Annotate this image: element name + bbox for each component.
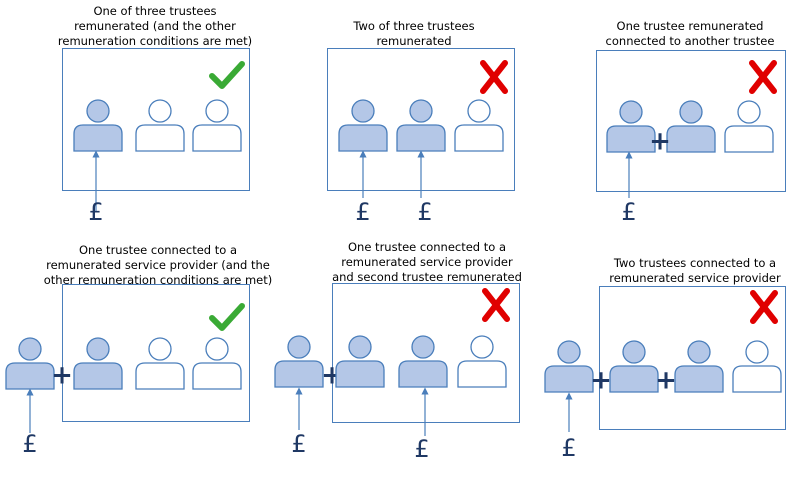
panel-5-pound-sign-2: £ xyxy=(414,435,429,463)
panel-2-trustee-1-person-icon xyxy=(338,99,388,152)
panel-6-cross-mark-icon xyxy=(750,290,778,324)
panel-3-caption-line-2: connected to another trustee xyxy=(605,34,775,48)
panel-4-pound-sign: £ xyxy=(22,430,37,458)
panel-6-trustee-3-person-icon xyxy=(732,340,782,393)
panel-1-check-mark-icon xyxy=(209,61,245,89)
panel-6-pound-sign: £ xyxy=(561,434,576,462)
panel-4-trustee-1-person-icon xyxy=(73,337,123,390)
panel-4-caption-line-1: One trustee connected to a xyxy=(78,243,238,257)
panel-4-caption-line-2: remunerated service provider (and the xyxy=(46,258,270,272)
panel-5-caption: One trustee connected to a remunerated s… xyxy=(287,240,567,285)
panel-4-plus-sign: + xyxy=(51,361,73,391)
panel-6-service-provider-person-icon xyxy=(544,340,594,393)
panel-3-caption-line-1: One trustee remunerated xyxy=(616,19,764,33)
panel-1-box xyxy=(62,48,250,191)
panel-1-trustee-1-person-icon xyxy=(73,99,123,152)
panel-5-cross-mark-icon xyxy=(482,288,510,322)
panel-1-trustee-2-person-icon xyxy=(135,99,185,152)
panel-3-caption: One trustee remunerated connected to ano… xyxy=(550,19,796,49)
panel-3-trustee-3-person-icon xyxy=(724,100,774,153)
panel-4-check-mark-icon xyxy=(209,303,245,331)
panel-3-cross-mark-icon xyxy=(749,60,777,94)
panel-5-service-provider-person-icon xyxy=(274,335,324,388)
panel-5-box xyxy=(332,283,520,423)
panel-5-trustee-2-person-icon xyxy=(398,335,448,388)
panel-4-trustee-2-person-icon xyxy=(135,337,185,390)
panel-1-caption-line-3: remuneration conditions are met) xyxy=(57,34,253,48)
panel-2-caption-line-2: remunerated xyxy=(376,34,452,48)
panel-5-caption-line-1: One trustee connected to a xyxy=(347,240,507,254)
panel-3-plus-sign: + xyxy=(649,127,671,157)
panel-5-caption-line-3: and second trustee remunerated xyxy=(332,270,522,284)
panel-2-cross-mark-icon xyxy=(480,60,508,94)
panel-6-caption: Two trustees connected to a remunerated … xyxy=(555,256,796,286)
panel-4-caption-line-3: other remuneration conditions are met) xyxy=(43,273,273,287)
panel-5-trustee-1-person-icon xyxy=(335,335,385,388)
panel-2-pound-sign-2: £ xyxy=(417,198,432,226)
panel-5-trustee-3-person-icon xyxy=(457,335,507,388)
panel-1-pound-sign: £ xyxy=(88,198,103,226)
panel-3-trustee-2-person-icon xyxy=(666,100,716,153)
panel-2-trustee-2-person-icon xyxy=(396,99,446,152)
panel-4-service-provider-person-icon xyxy=(5,337,55,390)
panel-3-box xyxy=(596,50,786,192)
panel-4-box xyxy=(62,284,250,422)
panel-1-caption: One of three trustees remunerated (and t… xyxy=(15,4,295,49)
panel-3-pound-sign: £ xyxy=(621,198,636,226)
panel-2-caption-line-1: Two of three trustees xyxy=(353,19,475,33)
panel-6-caption-line-2: remunerated service provider xyxy=(609,271,781,285)
panel-6-trustee-1-person-icon xyxy=(609,340,659,393)
panel-2-caption: Two of three trustees remunerated xyxy=(274,19,554,49)
panel-4-trustee-3-person-icon xyxy=(192,337,242,390)
panel-1-trustee-3-person-icon xyxy=(192,99,242,152)
panel-5-caption-line-2: remunerated service provider xyxy=(341,255,513,269)
panel-6-trustee-2-person-icon xyxy=(674,340,724,393)
panel-1-caption-line-1: One of three trustees xyxy=(93,4,217,18)
panel-2-trustee-3-person-icon xyxy=(454,99,504,152)
panel-6-caption-line-1: Two trustees connected to a xyxy=(613,256,777,270)
panel-2-pound-sign-1: £ xyxy=(355,198,370,226)
panel-1-caption-line-2: remunerated (and the other xyxy=(74,19,236,33)
panel-5-pound-sign-1: £ xyxy=(291,430,306,458)
panel-3-trustee-1-person-icon xyxy=(606,100,656,153)
panel-4-caption: One trustee connected to a remunerated s… xyxy=(18,243,298,288)
panel-6-plus-sign-1: + xyxy=(590,366,612,396)
panel-6-box xyxy=(599,286,786,430)
panel-6-plus-sign-2: + xyxy=(655,366,677,396)
